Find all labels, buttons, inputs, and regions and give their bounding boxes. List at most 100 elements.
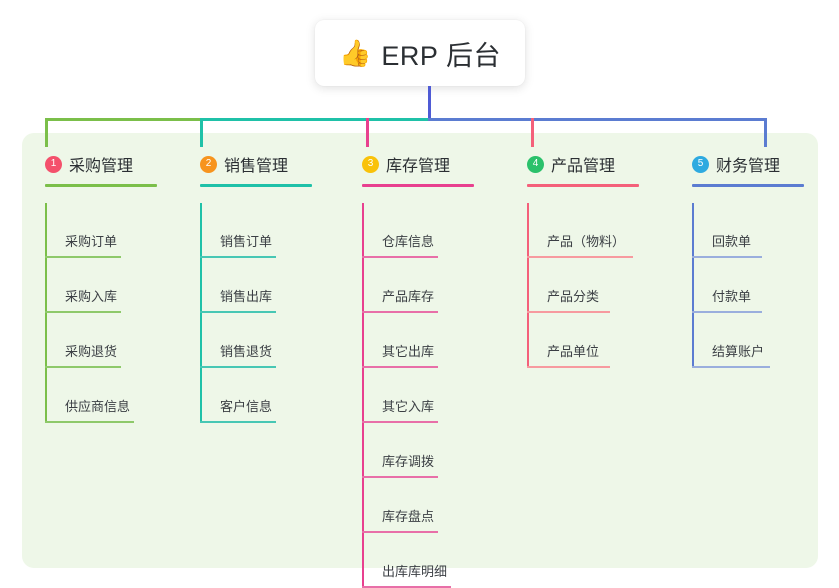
branch-item[interactable]: 回款单 — [692, 203, 780, 258]
thumbs-up-icon: 👍 — [339, 38, 372, 68]
branch-item[interactable]: 出库库明细 — [362, 533, 451, 588]
branch-item-label: 产品单位 — [547, 344, 600, 359]
content-panel — [22, 133, 818, 568]
branch-item-label: 销售出库 — [220, 289, 273, 304]
branch-number-badge: 1 — [45, 155, 62, 173]
branch-items: 销售订单销售出库销售退货客户信息 — [200, 203, 288, 423]
branch-underline — [527, 184, 639, 187]
branch-column-2: 2 销售管理销售订单销售出库销售退货客户信息 — [200, 147, 312, 423]
branch-item[interactable]: 客户信息 — [200, 368, 288, 423]
branch-item-underline — [362, 421, 438, 423]
branch-item-label: 客户信息 — [220, 399, 273, 414]
branch-item[interactable]: 库存盘点 — [362, 478, 450, 533]
branch-trunk-line — [362, 203, 364, 588]
branch-item-label: 出库库明细 — [382, 564, 448, 579]
branch-trunk-line — [45, 203, 47, 423]
branch-item-underline — [200, 421, 276, 423]
branch-item[interactable]: 产品单位 — [527, 313, 615, 368]
branch-item-label: 采购入库 — [65, 289, 118, 304]
branch-drop-5 — [764, 118, 767, 147]
branch-item-label: 付款单 — [712, 289, 752, 304]
branch-item[interactable]: 产品（物料） — [527, 203, 633, 258]
branch-trunk-line — [200, 203, 202, 423]
branch-header-2[interactable]: 2 销售管理 — [200, 147, 312, 187]
branch-column-1: 1 采购管理采购订单采购入库采购退货供应商信息 — [45, 147, 157, 423]
branch-item-label: 销售退货 — [220, 344, 273, 359]
branch-item-underline — [692, 311, 762, 313]
branch-item-label: 供应商信息 — [65, 399, 131, 414]
branch-item[interactable]: 产品分类 — [527, 258, 615, 313]
branch-item[interactable]: 仓库信息 — [362, 203, 450, 258]
branch-number-badge: 4 — [527, 155, 544, 173]
branch-item-underline — [362, 476, 438, 478]
branch-item-label: 采购订单 — [65, 234, 118, 249]
branch-item-label: 采购退货 — [65, 344, 118, 359]
branch-item-label: 回款单 — [712, 234, 752, 249]
branch-drop-3 — [366, 118, 369, 147]
branch-item[interactable]: 销售出库 — [200, 258, 288, 313]
branch-underline — [692, 184, 804, 187]
branch-header-1[interactable]: 1 采购管理 — [45, 147, 157, 187]
branch-item[interactable]: 销售订单 — [200, 203, 288, 258]
branch-title: 采购管理 — [69, 158, 134, 175]
branch-item-underline — [362, 366, 438, 368]
branch-item[interactable]: 供应商信息 — [45, 368, 134, 423]
root-node[interactable]: 👍 ERP 后台 — [315, 20, 525, 86]
branch-item-underline — [45, 311, 121, 313]
branch-trunk-line — [527, 203, 529, 368]
branch-underline — [45, 184, 157, 187]
branch-items: 产品（物料） 产品分类产品单位 — [527, 203, 633, 368]
branch-item-label: 库存调拨 — [382, 454, 435, 469]
branch-item-label: 结算账户 — [712, 344, 765, 359]
branch-item[interactable]: 付款单 — [692, 258, 780, 313]
branch-item-underline — [527, 256, 633, 258]
branch-trunk-line — [692, 203, 694, 368]
branch-item-label: 其它入库 — [382, 399, 435, 414]
branch-item[interactable]: 其它入库 — [362, 368, 450, 423]
branch-item-underline — [200, 311, 276, 313]
branch-item-label: 库存盘点 — [382, 509, 435, 524]
branch-item-underline — [527, 311, 610, 313]
root-node-title: ERP 后台 — [381, 40, 501, 71]
branch-item-label: 产品分类 — [547, 289, 600, 304]
branch-drop-2 — [200, 118, 203, 147]
branch-drop-4 — [531, 118, 534, 147]
branch-item-label: 其它出库 — [382, 344, 435, 359]
branch-item-label: 仓库信息 — [382, 234, 435, 249]
branch-item[interactable]: 采购入库 — [45, 258, 133, 313]
branch-item-label: 产品（物料） — [547, 234, 626, 249]
branch-number-badge: 2 — [200, 155, 217, 173]
branch-item-underline — [692, 256, 762, 258]
branch-drop-1 — [45, 118, 48, 147]
branch-item[interactable]: 产品库存 — [362, 258, 450, 313]
branch-item[interactable]: 库存调拨 — [362, 423, 450, 478]
branch-underline — [362, 184, 474, 187]
branch-item-label: 产品库存 — [382, 289, 435, 304]
branch-item-underline — [200, 256, 276, 258]
branch-item[interactable]: 其它出库 — [362, 313, 450, 368]
branch-underline — [200, 184, 312, 187]
branch-item-underline — [362, 256, 438, 258]
branch-item[interactable]: 销售退货 — [200, 313, 288, 368]
branch-item-underline — [45, 366, 121, 368]
branch-item[interactable]: 采购退货 — [45, 313, 133, 368]
branch-item-underline — [45, 256, 121, 258]
bus-segment-teal — [200, 118, 428, 121]
branch-item[interactable]: 采购订单 — [45, 203, 133, 258]
branch-item-underline — [362, 531, 438, 533]
branch-item-underline — [45, 421, 134, 423]
branch-title: 财务管理 — [716, 158, 781, 175]
branch-item-label: 销售订单 — [220, 234, 273, 249]
branch-title: 销售管理 — [224, 158, 289, 175]
branch-item-underline — [527, 366, 610, 368]
bus-segment-blue — [428, 118, 766, 121]
branch-item[interactable]: 结算账户 — [692, 313, 780, 368]
branch-items: 仓库信息产品库存其它出库其它入库库存调拨库存盘点出库库明细 — [362, 203, 451, 588]
